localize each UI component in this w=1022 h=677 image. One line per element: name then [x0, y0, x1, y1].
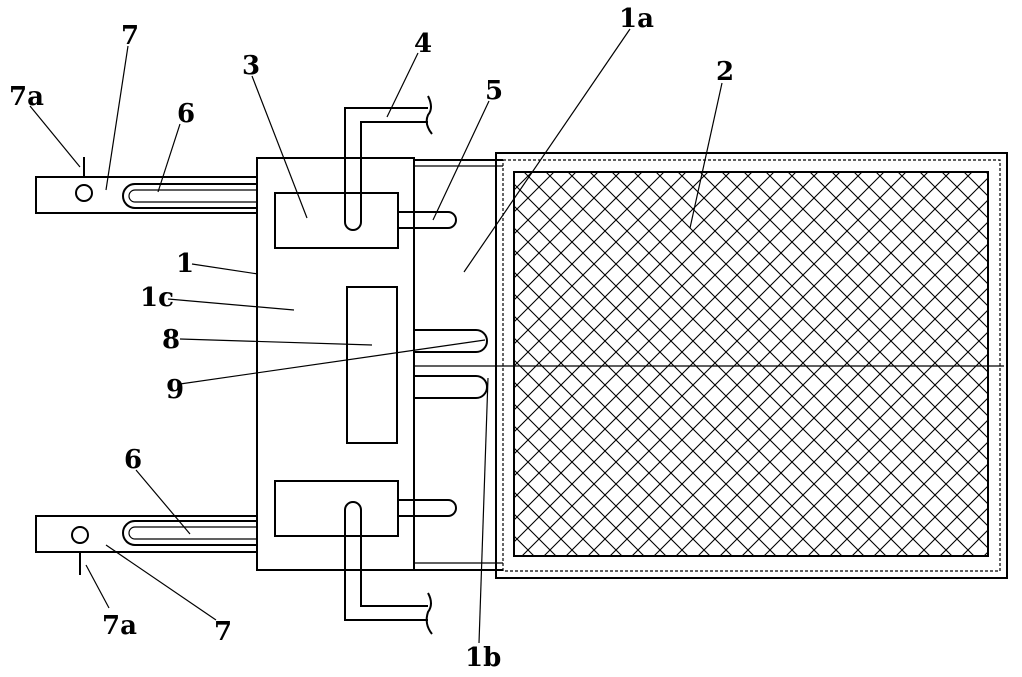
label-6-bottom: 6 [124, 445, 142, 475]
label-1a: 1a [619, 4, 654, 34]
label-1b: 1b [465, 643, 501, 673]
element-9 [414, 329, 488, 399]
mesh-panel [513, 171, 989, 557]
label-4: 4 [414, 29, 432, 59]
label-1c: 1c [140, 283, 174, 313]
labels: 7 7a 6 3 4 5 1a 2 1 1c 8 9 6 7a 7 1b [9, 4, 734, 673]
top-arm [35, 157, 258, 214]
component-3-top [274, 95, 457, 249]
label-7a-top: 7a [9, 82, 44, 112]
label-7-top: 7 [121, 21, 139, 51]
label-7a-bottom: 7a [102, 611, 137, 641]
label-8: 8 [162, 325, 180, 355]
label-7-bottom: 7 [214, 617, 232, 647]
label-6-top: 6 [177, 99, 195, 129]
bottom-arm [35, 515, 258, 575]
label-2: 2 [716, 57, 734, 87]
label-1: 1 [176, 249, 194, 279]
label-3: 3 [242, 51, 260, 81]
label-9: 9 [166, 375, 184, 405]
element-8 [346, 286, 398, 444]
component-3-bottom [274, 480, 457, 635]
leader-lines [29, 28, 723, 644]
label-5: 5 [485, 76, 503, 106]
